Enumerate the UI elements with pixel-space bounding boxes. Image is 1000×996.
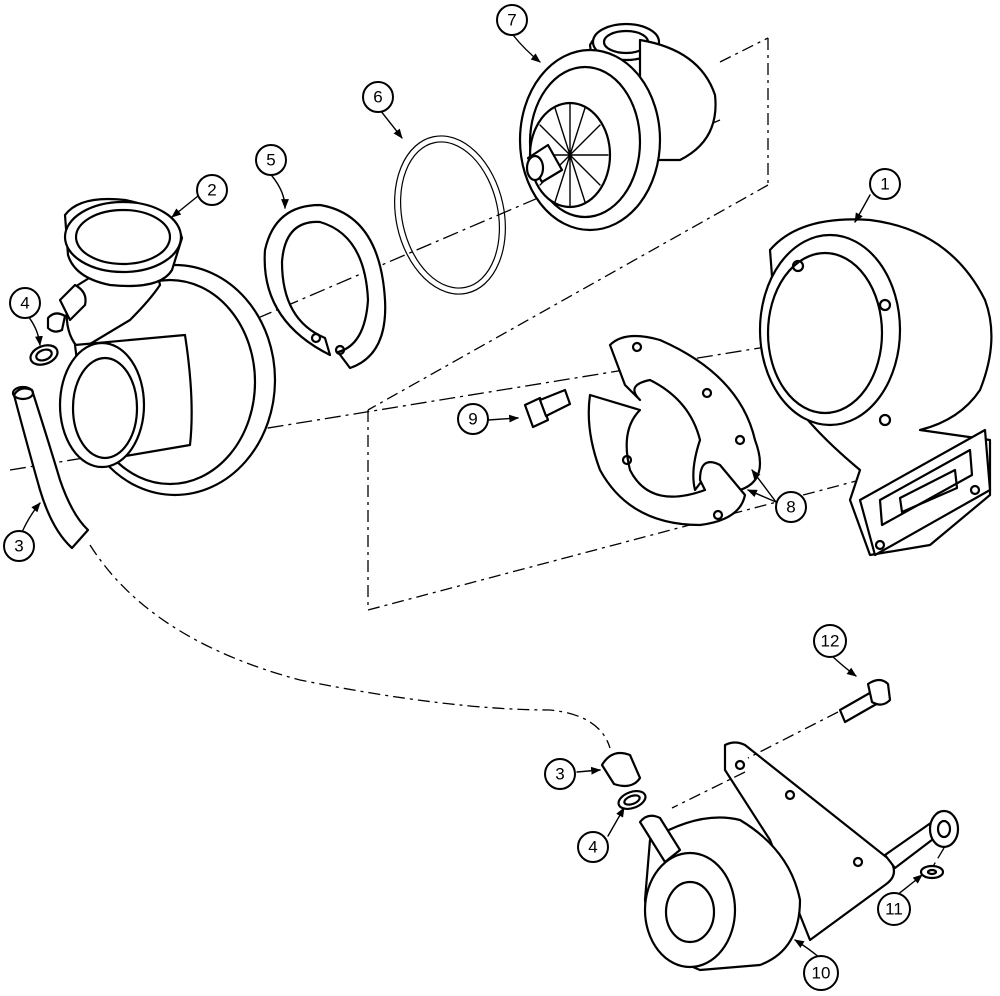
o-ring [394,135,506,295]
hose-clamp-lower [617,789,647,811]
svg-text:11: 11 [885,900,903,919]
callout-6: 6 [362,81,394,113]
svg-text:2: 2 [207,181,216,200]
callout-5: 5 [255,144,287,176]
svg-text:1: 1 [880,175,889,194]
assembly-boundary-box [367,37,861,611]
callout-3-upper: 3 [3,530,35,562]
svg-text:9: 9 [468,410,477,429]
svg-text:3: 3 [14,537,23,556]
callout-4-upper: 4 [9,287,41,319]
callout-7: 7 [496,4,528,36]
flange-plate-halves [587,334,762,527]
hose-clamp-upper [29,312,67,366]
callout-4-lower: 4 [577,831,609,863]
actuator-alignment [671,771,746,809]
callout-2: 2 [196,174,228,206]
svg-text:5: 5 [266,151,275,170]
callout-3-lower: 3 [544,758,576,790]
compressor-housing [58,197,277,497]
callout-10: 10 [803,955,839,991]
callout-12: 12 [813,624,847,658]
callout-11: 11 [877,892,911,926]
bolt-9 [523,388,572,429]
svg-text:6: 6 [373,88,382,107]
svg-text:10: 10 [812,964,831,983]
snap-ring [263,203,387,370]
svg-text:7: 7 [507,11,516,30]
svg-text:3: 3 [555,765,564,784]
svg-text:4: 4 [20,294,29,313]
center-cartridge [518,22,717,232]
wastegate-actuator [638,741,960,972]
washer-11 [919,864,945,880]
callout-8: 8 [775,491,807,523]
bolt-12 [838,678,892,724]
callout-1: 1 [869,168,901,200]
washer-alignment [931,847,945,869]
turbine-wheel [528,101,612,209]
turbine-housing [758,218,993,557]
oil-hose [11,385,90,550]
bolt-12-alignment [747,711,839,759]
hose-routing-line [89,544,611,749]
svg-text:8: 8 [786,498,795,517]
svg-text:12: 12 [821,632,840,651]
hose-fitting-lower [600,751,642,788]
svg-text:4: 4 [588,838,597,857]
callout-9: 9 [457,403,489,435]
